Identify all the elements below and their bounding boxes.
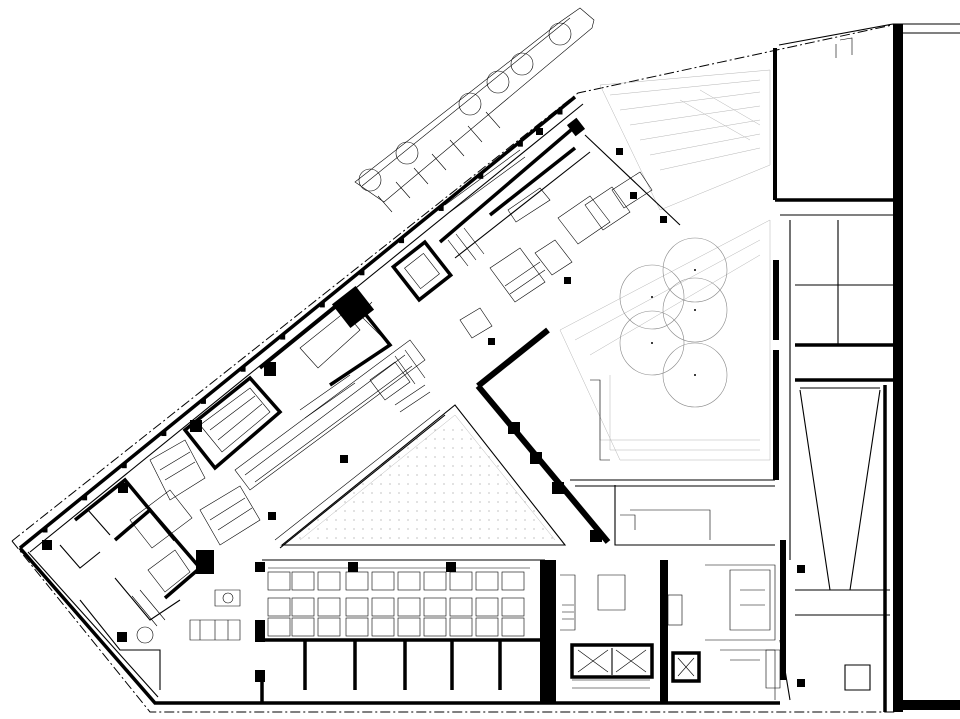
atrium-dot-grid <box>299 429 553 539</box>
planter-strip <box>354 7 595 213</box>
property-boundary <box>11 23 898 713</box>
courtyard-walls <box>475 327 775 546</box>
cubicle-grid <box>267 571 525 637</box>
exterior-walls <box>18 23 960 712</box>
courtyard-trees <box>619 237 728 408</box>
facade-piers <box>42 109 563 533</box>
landscape-terraces <box>559 69 771 461</box>
open-office-desks <box>149 339 431 546</box>
meeting-rooms <box>182 285 393 520</box>
west-corner-rooms <box>42 477 241 690</box>
central-core <box>560 560 701 703</box>
atrium-triangle <box>274 404 567 549</box>
south-office-row <box>255 559 556 703</box>
north-office-wing <box>390 117 681 345</box>
east-rooms <box>705 37 893 712</box>
